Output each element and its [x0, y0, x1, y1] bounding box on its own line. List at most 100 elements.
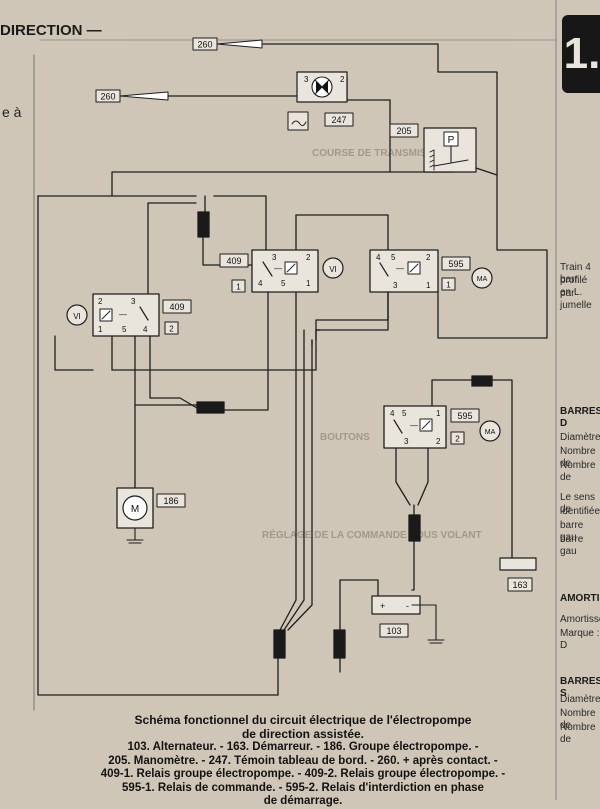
- right-column-text: identifiées: [560, 506, 600, 517]
- component-label: 205: [396, 126, 411, 136]
- pin-label: 5: [402, 409, 407, 418]
- caption-legend-line: 595-1. Relais de commande. - 595-2. Rela…: [122, 781, 484, 794]
- component-label: 409: [226, 256, 241, 266]
- wire: [279, 319, 297, 631]
- relay-409-1: VI 2 3 1 5 4 — 409 2: [66, 293, 192, 337]
- relay-number: 2: [455, 435, 460, 444]
- right-column-heading: BARRES S: [560, 676, 600, 699]
- right-column-text: barre gau: [560, 534, 584, 557]
- right-column-heading: AMORTISS: [560, 593, 600, 604]
- alternator-103: + - 103: [371, 595, 445, 644]
- connector-block: [471, 375, 493, 387]
- connector-block: [197, 211, 210, 238]
- right-column-heading: BARRES D: [560, 406, 600, 429]
- pin-label: —: [396, 264, 404, 273]
- pin-label: —: [274, 264, 282, 273]
- ghost-heading: RÉGLAGE DE LA COMMANDE SOUS VOLANT: [262, 530, 482, 541]
- pin-label: 2: [306, 253, 311, 262]
- connector-block: [196, 401, 225, 414]
- wire: [339, 579, 379, 631]
- relay-595-2: 4 5 1 3 2 — 595 2 MA: [383, 405, 501, 449]
- pressure-symbol: P: [448, 135, 455, 146]
- pin-label: 3: [304, 75, 309, 84]
- right-column-text: Diamètre :: [560, 694, 600, 717]
- wire: [437, 174, 548, 339]
- right-column-text: par jumelle: [560, 288, 592, 311]
- margin-text-fragment: e à: [2, 104, 22, 120]
- wire: [315, 291, 389, 341]
- connector-260-top: 260: [192, 37, 263, 51]
- pin-label: 5: [391, 253, 396, 262]
- pin-label: 2: [436, 437, 441, 446]
- pin-label: —: [410, 421, 418, 430]
- wire: [223, 291, 269, 411]
- pin-label: 4: [258, 279, 263, 288]
- right-column-text: Le sens de: [560, 492, 596, 515]
- wire: [395, 447, 429, 506]
- right-column-text: Diamètre :: [560, 432, 600, 455]
- terminal-label: +: [380, 601, 385, 611]
- wire: [411, 504, 415, 591]
- relay-number: 1: [446, 281, 451, 290]
- caption-legend-line: 103. Alternateur. - 163. Démarreur. - 18…: [127, 741, 479, 753]
- wire: [54, 335, 94, 371]
- pin-label: 1: [426, 281, 431, 290]
- wire: [261, 43, 498, 176]
- warning-lamp-247: 3 2 247: [287, 71, 354, 131]
- connector-label: 260: [197, 40, 212, 50]
- component-label: 163: [512, 580, 527, 590]
- right-column-text: Nombre de: [560, 446, 596, 469]
- component-label: 103: [386, 626, 401, 636]
- wire: [111, 171, 391, 197]
- component-label: 186: [163, 496, 178, 506]
- right-column-text: Nombre de: [560, 722, 596, 745]
- relay-type-badge: VI: [329, 265, 337, 274]
- caption-legend-line: 409-1. Relais groupe électropompe. - 409…: [100, 768, 506, 780]
- wire: [295, 214, 389, 251]
- relay-type-badge: MA: [485, 429, 496, 436]
- wire: [37, 195, 279, 696]
- pin-label: 4: [143, 325, 148, 334]
- pin-label: —: [119, 310, 127, 319]
- right-column-text: Marque : D: [560, 628, 600, 651]
- relay-type-badge: MA: [477, 276, 488, 283]
- wire: [149, 335, 198, 409]
- relay-409-2: 409 1 4 5 3 2 1 — VI: [219, 249, 344, 293]
- section-header: DIRECTION —: [0, 22, 102, 39]
- pin-label: 1: [98, 325, 103, 334]
- pump-motor-186: M 186: [116, 482, 186, 544]
- starter-163: 163: [499, 557, 537, 592]
- caption-title: Schéma fonctionnel du circuit électrique…: [134, 713, 472, 727]
- relay-number: 2: [169, 325, 174, 334]
- wire: [147, 202, 197, 296]
- pressure-switch-205: 205 P: [389, 123, 498, 176]
- pin-label: 5: [281, 279, 286, 288]
- caption-legend-line: 205. Manomètre. - 247. Témoin tableau de…: [108, 754, 498, 767]
- wire: [283, 329, 305, 631]
- pin-label: 3: [272, 253, 277, 262]
- pin-label: 1: [306, 279, 311, 288]
- connector-block: [408, 514, 421, 542]
- component-label: 595: [448, 259, 463, 269]
- wire: [431, 379, 513, 559]
- pin-label: 2: [98, 297, 103, 306]
- right-column-text: profilé en L.: [560, 275, 588, 298]
- relay-number: 1: [236, 283, 241, 292]
- pin-label: 3: [393, 281, 398, 290]
- pin-label: 4: [376, 253, 381, 262]
- pin-label: 4: [390, 409, 395, 418]
- chapter-tab: 1.: [562, 15, 600, 93]
- component-label: 595: [457, 411, 472, 421]
- right-column-text: Nombre de: [560, 708, 596, 731]
- motor-symbol: M: [131, 504, 139, 515]
- figure-caption: Schéma fonctionnel du circuit électrique…: [42, 713, 564, 809]
- right-column-text: Train 4 barr: [560, 262, 591, 285]
- pin-label: 1: [436, 409, 441, 418]
- pin-label: 2: [426, 253, 431, 262]
- pin-label: 3: [404, 437, 409, 446]
- connector-label: 260: [100, 92, 115, 102]
- component-label: 409: [169, 302, 184, 312]
- right-column-text: Nombre de: [560, 460, 596, 483]
- pin-label: 3: [131, 297, 136, 306]
